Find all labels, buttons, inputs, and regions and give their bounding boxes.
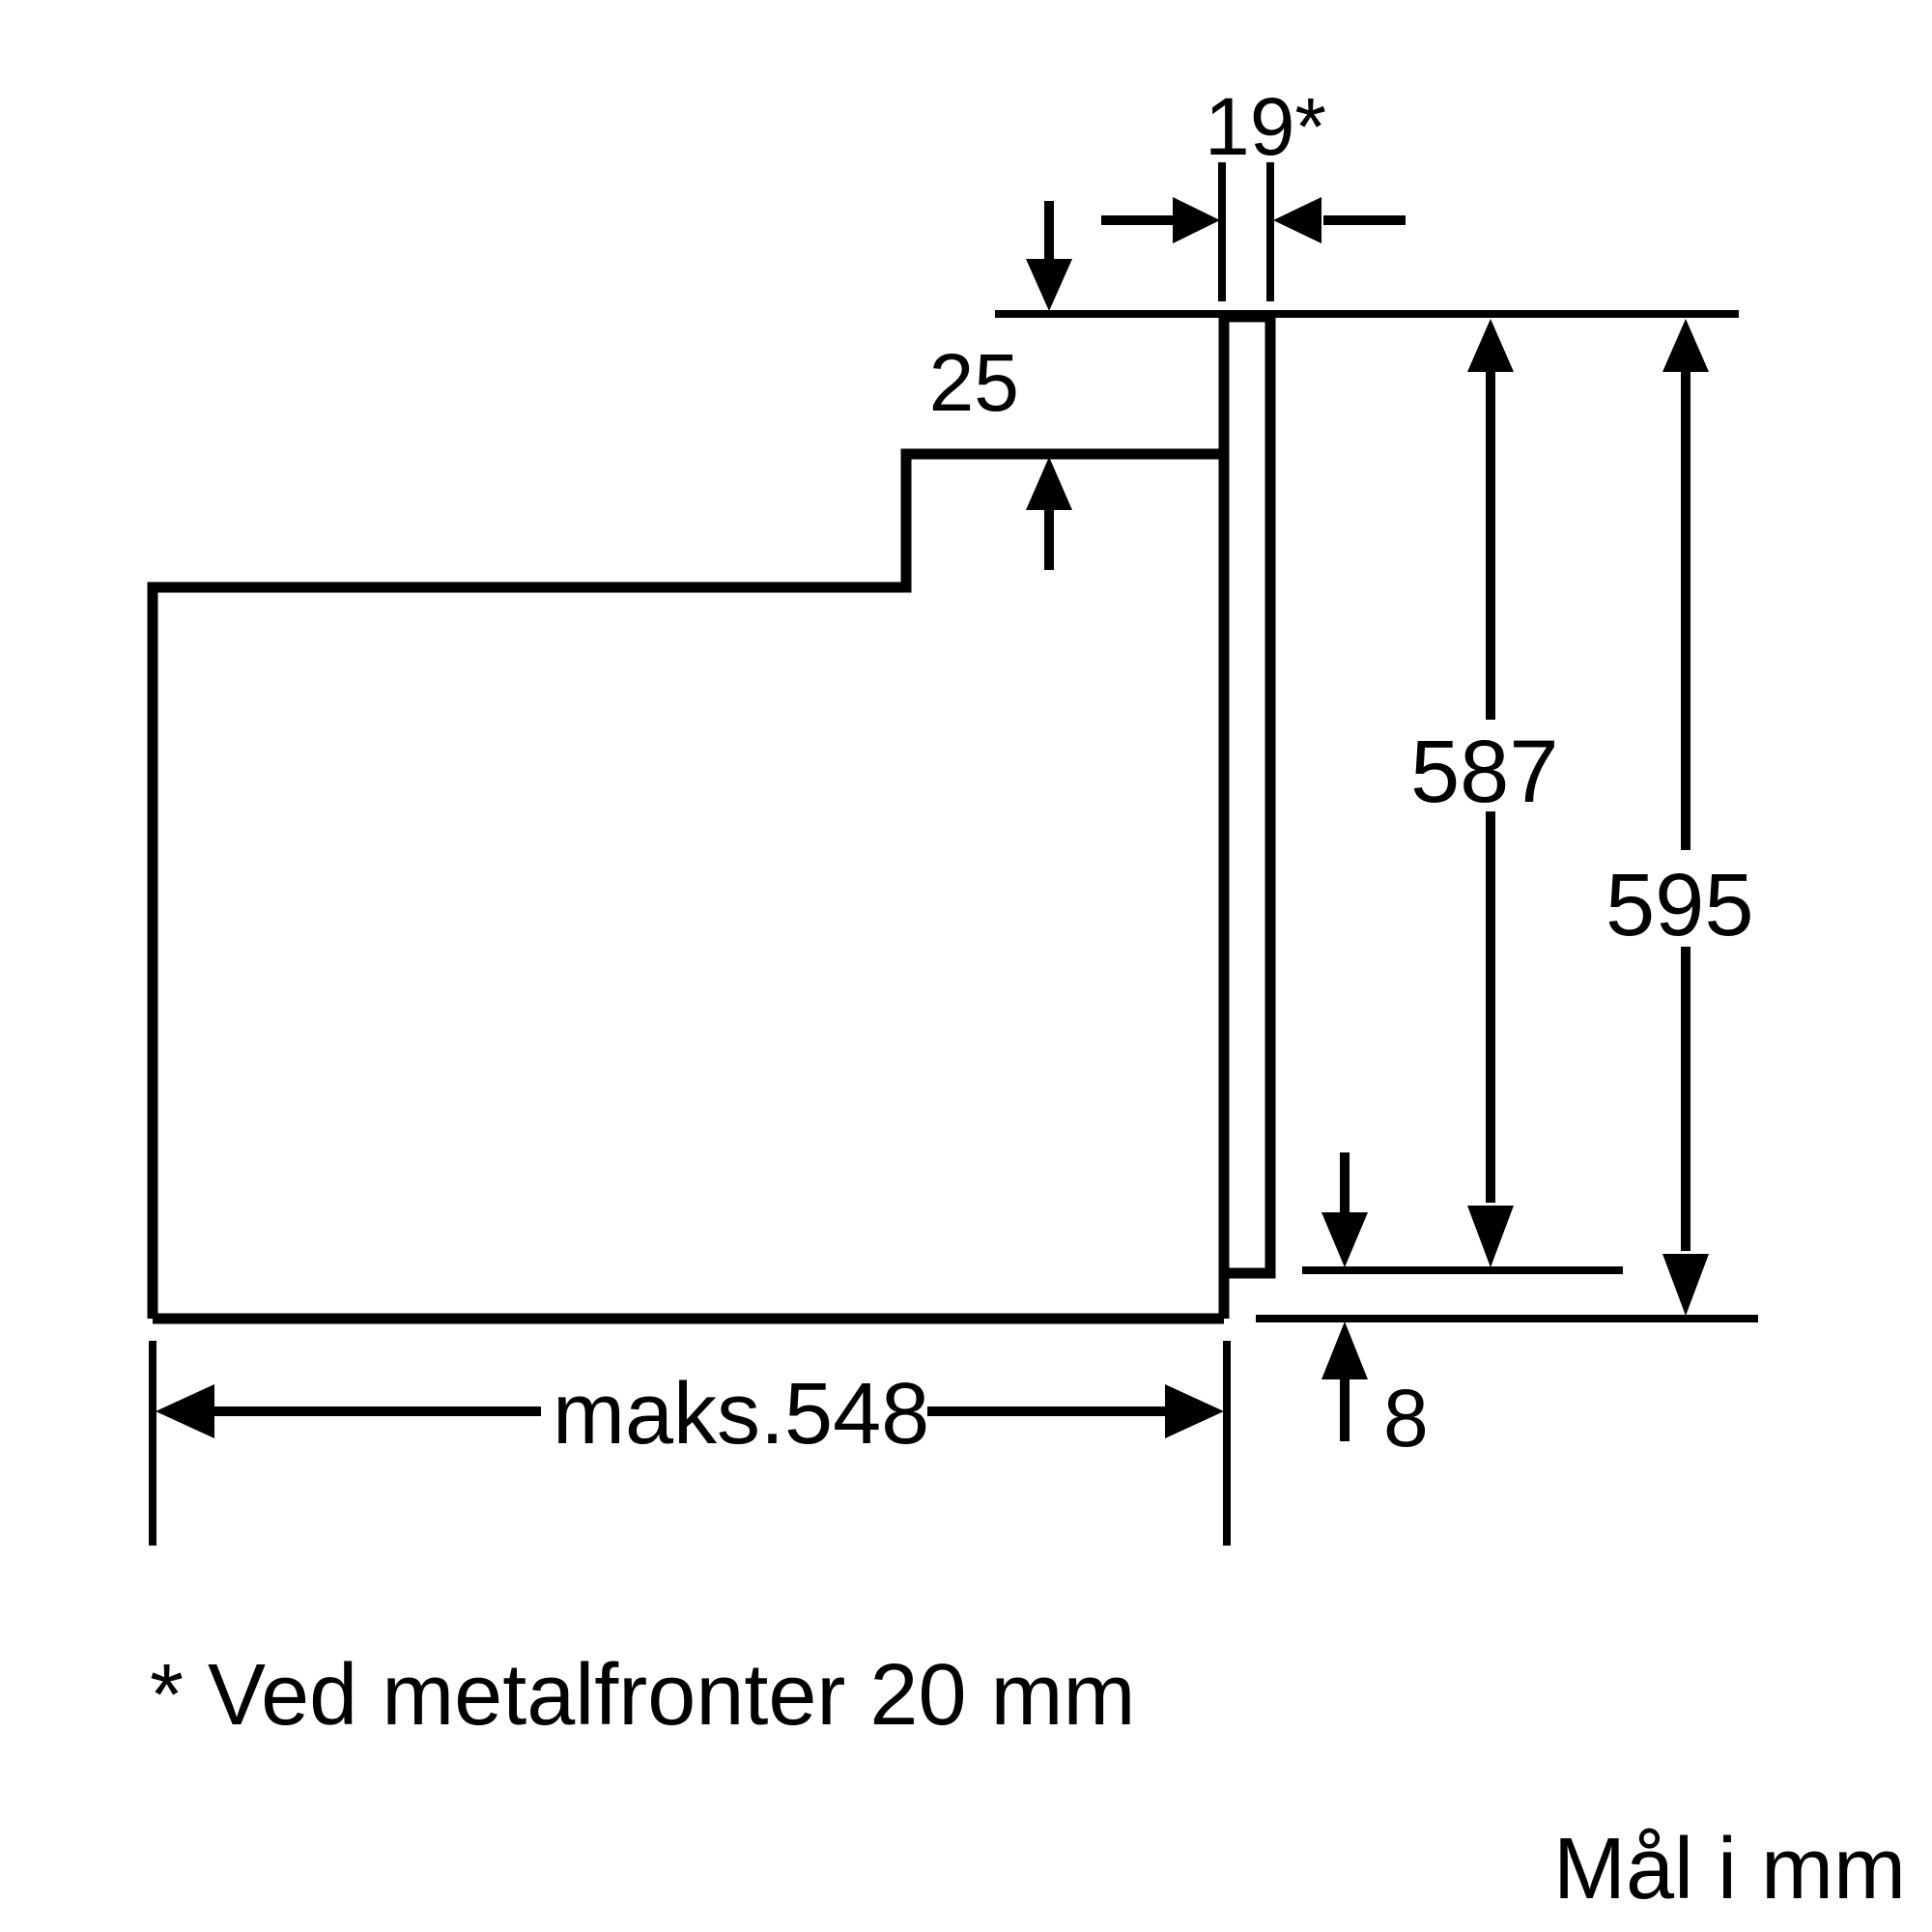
top-offset-down-arrowhead	[1026, 259, 1072, 311]
dimension-cavity-height: 587	[1410, 319, 1559, 1267]
dimension-label-overall-height: 595	[1605, 856, 1754, 954]
dimension-door-thickness: 19*	[1101, 81, 1406, 243]
dimension-bottom-offset: 8	[1321, 1152, 1429, 1463]
dimension-label-cavity-height: 587	[1410, 723, 1559, 821]
dimension-label-depth: maks.548	[553, 1366, 929, 1463]
dimension-depth: maks.548	[156, 1366, 1224, 1463]
dimension-label-bottom-offset: 8	[1383, 1373, 1429, 1463]
overall-height-down-arrowhead	[1662, 1254, 1709, 1316]
bottom-offset-up-arrowhead	[1321, 1321, 1368, 1379]
dimension-label-door-thickness: 19*	[1205, 81, 1326, 172]
door-thickness-left-arrowhead	[1173, 197, 1220, 243]
top-offset-up-arrowhead	[1026, 457, 1072, 510]
cavity-height-up-arrowhead	[1467, 319, 1514, 372]
dimension-overall-height: 595	[1605, 319, 1754, 1316]
footnote-text: * Ved metalfronter 20 mm	[150, 1647, 1135, 1744]
depth-left-arrowhead	[156, 1384, 214, 1438]
bottom-offset-down-arrowhead	[1321, 1212, 1368, 1267]
overall-height-up-arrowhead	[1662, 319, 1709, 372]
cavity-height-down-arrowhead	[1467, 1206, 1514, 1267]
units-text: Mål i mm	[1553, 1821, 1906, 1918]
oven-body-outline	[147, 448, 1224, 1324]
dimension-label-top-offset: 25	[929, 337, 1019, 428]
extension-lines	[149, 162, 1758, 1546]
oven-body-profile-path	[147, 448, 1224, 1319]
dimension-top-offset: 25	[929, 201, 1072, 570]
door-thickness-right-arrowhead	[1273, 197, 1321, 243]
depth-right-arrowhead	[1165, 1384, 1224, 1438]
